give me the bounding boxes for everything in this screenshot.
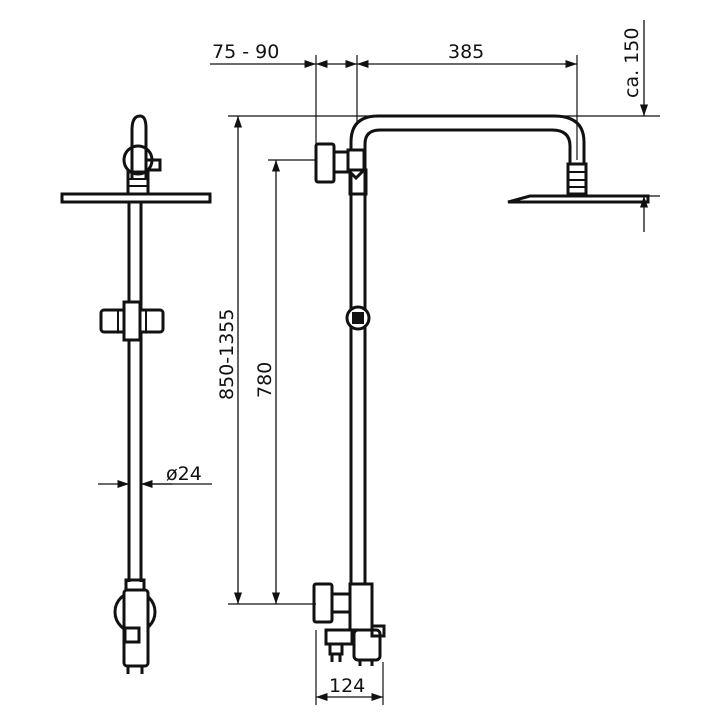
pipe-diameter-label: ø24 (166, 463, 202, 485)
front-wall-bracket (345, 305, 371, 331)
rail-height-label: 780 (254, 362, 276, 398)
extension-lines (228, 55, 660, 705)
head-drop-label: ca. 150 (621, 28, 643, 98)
outlet-offset-label: 75 - 90 (212, 41, 279, 63)
front-shower-arm (349, 114, 586, 170)
front-vertical-pipe (349, 150, 367, 588)
side-bottom-mixer (113, 578, 157, 674)
front-head-connector (566, 162, 588, 196)
front-view: 75 - 90 385 ca. 150 850-1355 780 124 (210, 20, 660, 705)
side-rail (127, 202, 143, 582)
side-shower-head (60, 192, 212, 204)
side-view: ø24 (60, 114, 212, 674)
total-height-label: 850-1355 (216, 309, 238, 400)
side-slider-holder (99, 300, 165, 342)
front-rain-shower-head (507, 194, 650, 204)
front-bottom-mixer (312, 582, 386, 666)
arm-projection-label: 385 (448, 41, 484, 63)
front-top-diverter (314, 142, 368, 196)
side-top-bracket (122, 114, 162, 196)
valve-spacing-label: 124 (329, 675, 365, 697)
